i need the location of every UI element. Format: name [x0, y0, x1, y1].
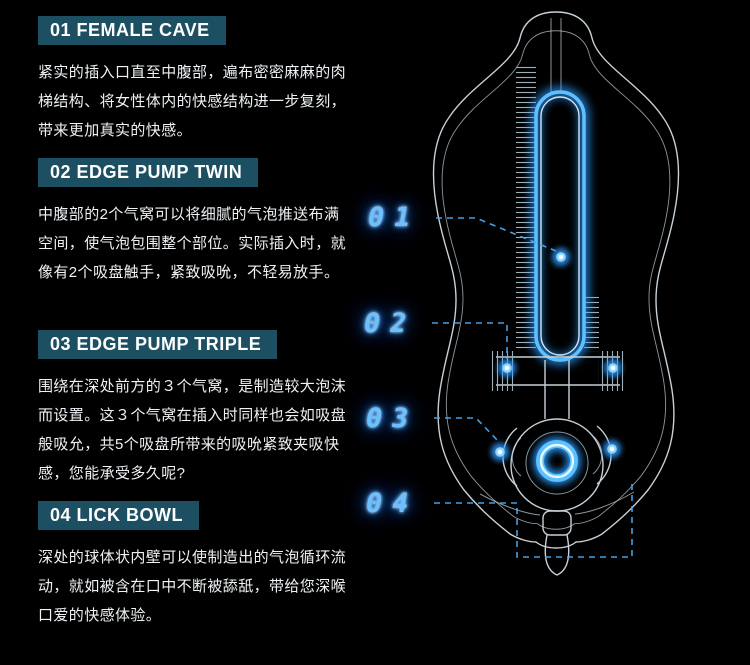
- body-outline: [432, 11, 680, 549]
- section-description: 深处的球体状内壁可以使制造出的气泡循环流动，就如被含在口中不断被舔舐，带给您深喉…: [38, 549, 347, 624]
- callout-label-04: 04: [366, 488, 419, 519]
- section-title-bar: 01 FEMALE CAVE: [38, 16, 226, 45]
- callout-label-01: 01: [368, 202, 421, 233]
- feature-section-3: 03 EDGE PUMP TRIPLE 围绕在深处前方的３个气窝，是制造较大泡沫…: [38, 330, 350, 488]
- feature-section-2: 02 EDGE PUMP TWIN 中腹部的2个气窝可以将细腻的气泡推送布满空间…: [38, 158, 350, 287]
- section-description: 围绕在深处前方的３个气窝，是制造较大泡沫而设置。这３个气窝在插入时同样也会如吸盘…: [38, 378, 347, 482]
- bowl-ring: [533, 437, 581, 485]
- section-title-bar: 03 EDGE PUMP TRIPLE: [38, 330, 278, 359]
- section-description: 紧实的插入口直至中腹部，遍布密密麻麻的肉梯结构、将女性体内的快感结构进一步复刻，…: [38, 64, 347, 139]
- feature-section-1: 01 FEMALE CAVE 紧实的插入口直至中腹部，遍布密密麻麻的肉梯结构、将…: [38, 16, 350, 145]
- diagram-art: [432, 11, 680, 576]
- section-title-bar: 04 LICK BOWL: [38, 501, 200, 530]
- section-description: 中腹部的2个气窝可以将细腻的气泡推送布满空间，使气泡包围整个部位。实际插入时，就…: [38, 206, 347, 281]
- callout-label-03: 03: [366, 403, 419, 434]
- callout-label-02: 02: [364, 308, 417, 339]
- feature-section-4: 04 LICK BOWL 深处的球体状内壁可以使制造出的气泡循环流动，就如被含在…: [38, 501, 350, 630]
- leader-lines: [432, 217, 633, 558]
- tail: [542, 510, 572, 576]
- section-title-bar: 02 EDGE PUMP TWIN: [38, 158, 259, 187]
- main-channel: [531, 87, 589, 365]
- bowl: [479, 418, 635, 516]
